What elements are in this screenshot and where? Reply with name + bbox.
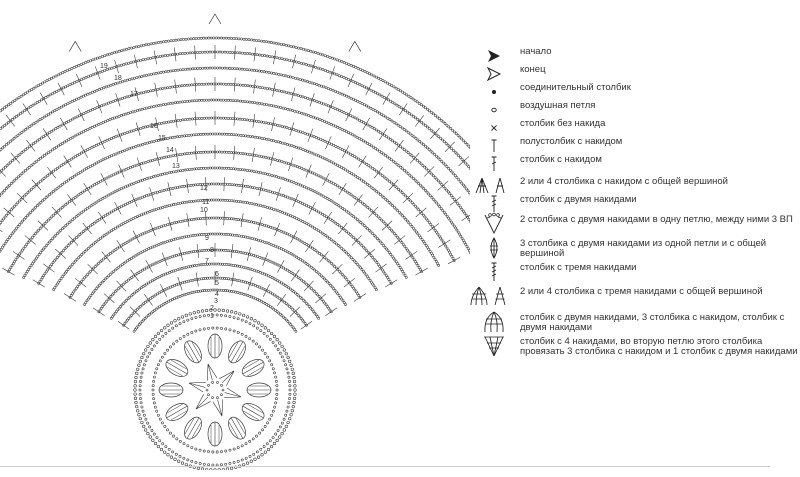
- legend-item-tr-shell: 3 столбика с двумя накидами из одной пет…: [468, 236, 798, 260]
- legend-label: соединительный столбик: [520, 82, 631, 93]
- legend-item-start: начало: [468, 44, 798, 68]
- legend-label: столбик с накидом: [520, 154, 602, 165]
- row-number-label: 5: [215, 280, 219, 287]
- dtr-cluster-icon: [470, 286, 506, 306]
- legend-label: столбик с тремя накидами: [520, 262, 637, 273]
- row-number-label: 3: [214, 298, 218, 305]
- arrow-filled-icon: [488, 50, 500, 62]
- legend-item-fan: столбик с 4 накидами, во вторую петлю эт…: [468, 334, 798, 358]
- bottom-divider: [0, 466, 770, 467]
- mixed-cluster-icon: [484, 311, 504, 333]
- arrow-outline-icon: [486, 66, 502, 82]
- legend-label: начало: [520, 46, 552, 57]
- v-stitch-icon: [484, 212, 504, 235]
- row-number-label: 6: [215, 271, 219, 278]
- dc-icon: [491, 156, 497, 171]
- dc-cluster-icon: [475, 177, 505, 194]
- row-number-label: 8: [210, 247, 214, 254]
- legend-label: столбик с двумя накидами: [520, 194, 637, 205]
- legend-label: 2 или 4 столбика с тремя накидами с обще…: [520, 286, 763, 297]
- legend-label: столбик с 4 накидами, во вторую петлю эт…: [520, 336, 798, 357]
- dtr-icon: [491, 262, 497, 281]
- cross-icon: [491, 125, 497, 131]
- dot-icon: [492, 90, 496, 94]
- legend-label: 3 столбика с двумя накидами из одной пет…: [520, 238, 767, 259]
- legend-label: воздушная петля: [520, 100, 596, 111]
- legend-item-dc-cluster: 2 или 4 столбика с накидом с общей верши…: [468, 174, 798, 198]
- row-number-label: 13: [172, 163, 180, 170]
- row-number-label: 4: [215, 291, 219, 298]
- tr-shell-icon: [490, 237, 498, 259]
- center-motif: [133, 308, 297, 470]
- legend-item-dc: столбик с накидом: [468, 152, 798, 176]
- legend-item-mixed-cluster: столбик с двумя накидами, 3 столбика с н…: [468, 310, 798, 334]
- row-number-label: 7: [205, 258, 209, 265]
- row-number-label: 12: [200, 185, 208, 192]
- row-number-label: 9: [205, 235, 209, 242]
- legend-item-slip-stitch: соединительный столбик: [468, 80, 798, 104]
- legend-item-dtr-cluster: 2 или 4 столбика с тремя накидами с обще…: [468, 284, 798, 308]
- legend-item-tr: столбик с двумя накидами: [468, 192, 798, 216]
- row-number-label: 1: [210, 313, 214, 320]
- half-dc-icon: [491, 139, 497, 152]
- legend-label: конец: [520, 64, 546, 75]
- legend-label: полустолбик с накидом: [520, 136, 623, 147]
- legend-label: 2 или 4 столбика с накидом с общей верши…: [520, 176, 728, 187]
- legend-item-v-stitch: 2 столбика с двумя накидами в одну петлю…: [468, 212, 798, 236]
- fan-rows: [0, 13, 470, 333]
- legend-label: столбик с двумя накидами, 3 столбика с н…: [520, 312, 785, 333]
- legend-label: 2 столбика с двумя накидами в одну петлю…: [520, 214, 793, 225]
- row-number-label: 15: [158, 135, 166, 142]
- row-number-label: 14: [166, 147, 174, 154]
- legend-item-sc: столбик без накида: [468, 116, 798, 140]
- legend-item-chain: воздушная петля: [468, 98, 798, 122]
- fan-icon: [484, 336, 504, 357]
- row-number-label: 2: [210, 305, 214, 312]
- legend-item-hdc: полустолбик с накидом: [468, 134, 798, 158]
- legend-label: столбик без накида: [520, 118, 606, 129]
- row-number-label: 19: [100, 63, 108, 70]
- row-number-label: 16: [150, 123, 158, 130]
- row-number-label: 11: [202, 199, 209, 206]
- legend-item-dtr: столбик с тремя накидами: [468, 260, 798, 284]
- legend-item-end: конец: [468, 62, 798, 86]
- row-number-label: 17: [130, 91, 138, 98]
- row-number-label: 18: [114, 75, 122, 82]
- tr-icon: [491, 195, 497, 212]
- circle-icon: [491, 107, 497, 113]
- row-number-label: 10: [200, 207, 208, 214]
